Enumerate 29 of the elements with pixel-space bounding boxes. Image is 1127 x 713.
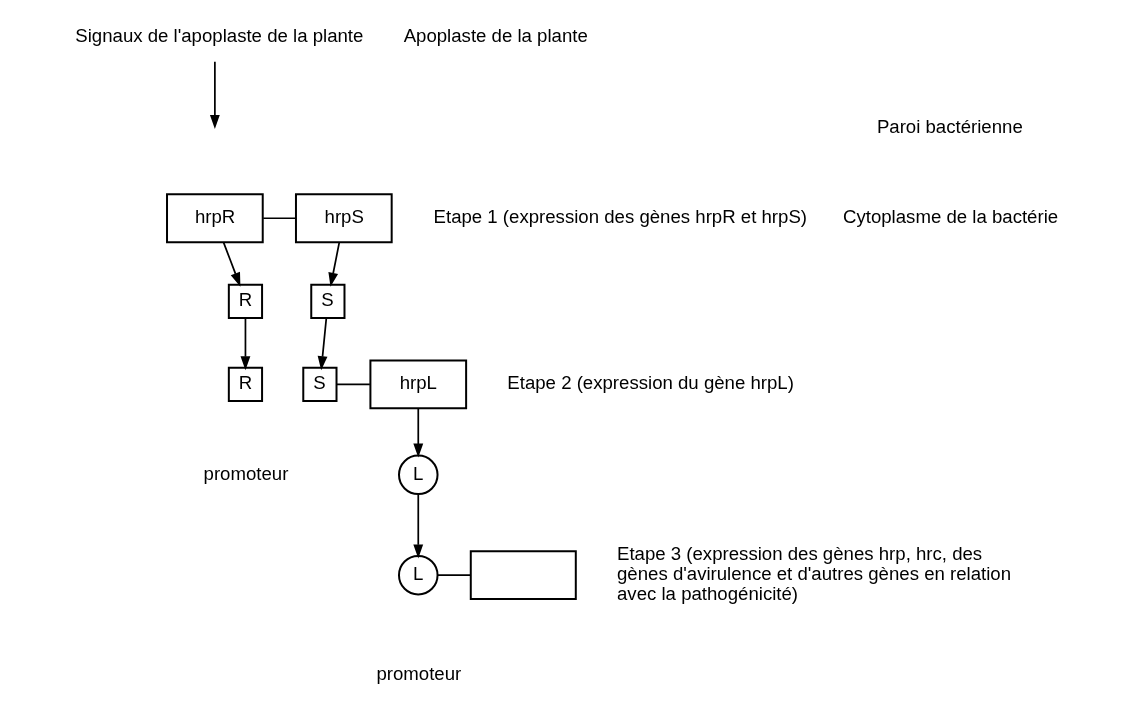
arrow — [413, 407, 424, 458]
node-box: hrpR — [166, 193, 264, 244]
node-circle: L — [398, 554, 439, 596]
node-box: S — [302, 366, 338, 403]
label: promoteur — [376, 663, 462, 685]
node-box: hrpS — [294, 193, 393, 244]
arrow — [328, 241, 341, 287]
arrow — [317, 317, 328, 371]
node-box: R — [227, 283, 264, 319]
arrow — [240, 317, 251, 371]
node-box: R — [227, 366, 264, 403]
connector — [436, 574, 472, 577]
label: Etape 1 (expression des gènes hrpR et hrpS) — [433, 206, 807, 228]
connector — [262, 217, 297, 220]
label: promoteur — [203, 462, 289, 484]
label: Paroi bactérienne — [876, 115, 1023, 137]
node-box: hrpL — [369, 359, 468, 410]
arrow — [209, 60, 220, 130]
node-box — [469, 550, 577, 601]
label: Etape 2 (expression du gène hrpL) — [507, 372, 794, 394]
label: Cytoplasme de la bactérie — [843, 206, 1059, 228]
arrow — [413, 493, 424, 559]
label: Apoplaste de la plante — [403, 25, 588, 47]
label: Etape 3 (expression des gènes hrp, hrc, des gènes d'avirulence et d'autres gènes en relation avec la pathogénicité) — [617, 543, 1012, 605]
node-circle: L — [398, 454, 439, 496]
node-text: Signaux de l'apoplaste de la plante — [75, 25, 364, 47]
connector — [335, 383, 371, 386]
arrow — [222, 241, 241, 287]
node-box: S — [310, 283, 346, 319]
